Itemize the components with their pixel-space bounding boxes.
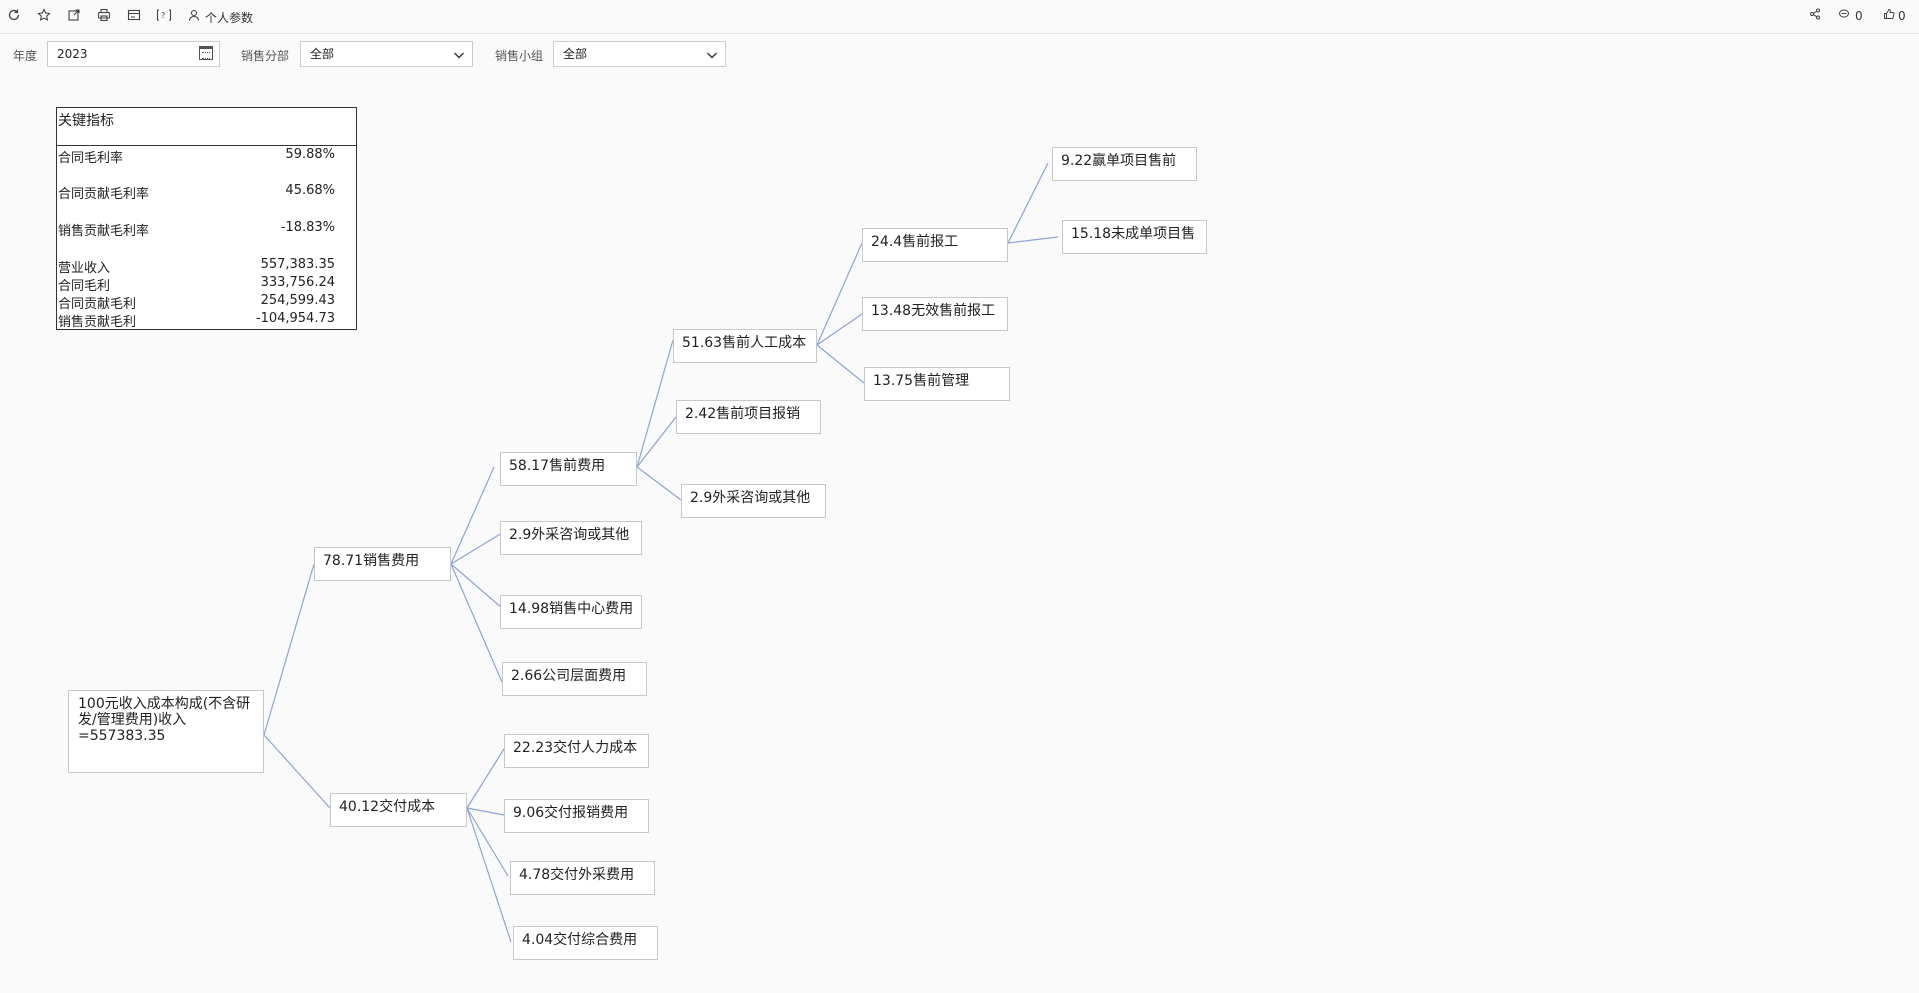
division-filter-label: 销售分部 bbox=[241, 49, 290, 63]
share-icon[interactable] bbox=[1806, 8, 1824, 26]
kpi-value: -18.83% bbox=[280, 220, 335, 235]
group-filter-label: 销售小组 bbox=[495, 49, 544, 63]
kpi-row: 销售贡献毛利率 -18.83% bbox=[58, 220, 335, 239]
tree-node-delivery-reimbursement[interactable]: 9.06交付报销费用 bbox=[504, 799, 649, 833]
tree-node-outsourcing-consulting[interactable]: 2.9外采咨询或其他 bbox=[500, 521, 642, 555]
connector bbox=[816, 242, 863, 346]
group-select[interactable]: 全部 bbox=[553, 41, 726, 67]
kpi-table: 关键指标 合同毛利率 59.88% 合同贡献毛利率 45.68% 销售贡献毛利率… bbox=[56, 107, 357, 330]
kpi-row: 合同毛利 333,756.24 bbox=[58, 275, 335, 294]
kpi-label: 销售贡献毛利 bbox=[58, 315, 137, 330]
connector bbox=[636, 416, 677, 468]
tree-node-presales-expense[interactable]: 58.17售前费用 bbox=[500, 452, 637, 486]
year-input[interactable]: 2023 bbox=[47, 41, 220, 67]
chevron-down-icon bbox=[706, 46, 718, 70]
tree-node-delivery-cost[interactable]: 40.12交付成本 bbox=[330, 793, 467, 827]
tree-node-delivery-overhead[interactable]: 4.04交付综合费用 bbox=[513, 926, 658, 960]
division-value: 全部 bbox=[310, 47, 335, 61]
connector bbox=[466, 807, 509, 877]
card-icon[interactable] bbox=[125, 8, 143, 26]
top-toolbar: ? 个人参数 0 0 bbox=[0, 0, 1919, 34]
tree-node-unconverted-project-presales[interactable]: 15.18未成单项目售 bbox=[1062, 220, 1207, 254]
kpi-value: 254,599.43 bbox=[260, 293, 335, 308]
likes-count: 0 bbox=[1898, 9, 1906, 23]
kpi-value: 59.88% bbox=[285, 147, 335, 162]
kpi-label: 营业收入 bbox=[58, 261, 111, 276]
comments-count: 0 bbox=[1855, 9, 1863, 23]
connector bbox=[450, 563, 503, 609]
chevron-down-icon bbox=[453, 46, 465, 70]
tree-node-presales-management[interactable]: 13.75售前管理 bbox=[864, 367, 1010, 401]
connector bbox=[263, 734, 331, 809]
kpi-label: 合同贡献毛利率 bbox=[58, 187, 150, 202]
kpi-header-divider bbox=[57, 145, 356, 146]
tree-node-presales-labor-cost[interactable]: 51.63售前人工成本 bbox=[673, 329, 817, 363]
kpi-value: -104,954.73 bbox=[255, 311, 335, 326]
connector bbox=[1007, 162, 1049, 244]
connector bbox=[636, 466, 682, 501]
star-icon[interactable] bbox=[35, 8, 53, 26]
tree-node-delivery-labor-cost[interactable]: 22.23交付人力成本 bbox=[504, 734, 649, 768]
tree-node-presales-project-reimbursement[interactable]: 2.42售前项目报销 bbox=[676, 400, 821, 434]
external-link-icon[interactable] bbox=[65, 8, 83, 26]
connector bbox=[466, 748, 505, 809]
kpi-label: 合同贡献毛利 bbox=[58, 297, 137, 312]
tree-node-invalid-presales-hours[interactable]: 13.48无效售前报工 bbox=[862, 297, 1008, 331]
connector bbox=[816, 344, 865, 384]
group-value: 全部 bbox=[563, 47, 588, 61]
tree-node-presales-work-hours[interactable]: 24.4售前报工 bbox=[862, 228, 1008, 262]
print-icon[interactable] bbox=[95, 8, 113, 26]
tree-node-presales-outsourcing-consulting[interactable]: 2.9外采咨询或其他 bbox=[681, 484, 826, 518]
kpi-value: 557,383.35 bbox=[260, 257, 335, 272]
tree-node-delivery-outsourcing[interactable]: 4.78交付外采费用 bbox=[510, 861, 655, 895]
kpi-row: 销售贡献毛利 -104,954.73 bbox=[58, 311, 335, 330]
kpi-value: 45.68% bbox=[285, 183, 335, 198]
connector bbox=[263, 563, 315, 736]
connector bbox=[450, 466, 495, 565]
comment-icon[interactable] bbox=[1835, 8, 1853, 26]
kpi-label: 合同毛利率 bbox=[58, 151, 124, 166]
kpi-value: 333,756.24 bbox=[260, 275, 335, 290]
tree-node-company-level-expense[interactable]: 2.66公司层面费用 bbox=[502, 662, 647, 696]
personal-params-label[interactable]: 个人参数 bbox=[205, 11, 254, 25]
refresh-icon[interactable] bbox=[5, 8, 23, 26]
kpi-table-header: 关键指标 bbox=[58, 113, 114, 129]
year-value: 2023 bbox=[57, 47, 88, 61]
connector bbox=[1007, 236, 1059, 244]
connector bbox=[450, 532, 503, 565]
connector bbox=[816, 313, 863, 346]
division-select[interactable]: 全部 bbox=[300, 41, 473, 67]
connector bbox=[636, 339, 674, 468]
kpi-row: 合同毛利率 59.88% bbox=[58, 147, 335, 166]
user-params-icon[interactable] bbox=[186, 8, 204, 26]
kpi-label: 销售贡献毛利率 bbox=[58, 224, 150, 239]
calendar-icon[interactable] bbox=[199, 46, 213, 60]
tree-root-node[interactable]: 100元收入成本构成(不含研发/管理费用)收入=557383.35 bbox=[68, 690, 264, 773]
tree-node-won-project-presales[interactable]: 9.22赢单项目售前 bbox=[1052, 147, 1197, 181]
connector bbox=[466, 807, 512, 943]
year-filter-label: 年度 bbox=[13, 49, 38, 63]
tree-node-sales-expense[interactable]: 78.71销售费用 bbox=[314, 547, 451, 581]
like-icon[interactable] bbox=[1880, 8, 1898, 26]
kpi-row: 营业收入 557,383.35 bbox=[58, 257, 335, 276]
bracket-icon[interactable]: ? bbox=[155, 8, 173, 26]
connector bbox=[466, 807, 505, 816]
tree-node-sales-center-expense[interactable]: 14.98销售中心费用 bbox=[500, 595, 642, 629]
connector bbox=[450, 563, 503, 683]
kpi-row: 合同贡献毛利率 45.68% bbox=[58, 183, 335, 202]
kpi-label: 合同毛利 bbox=[58, 279, 111, 294]
svg-text:?: ? bbox=[161, 11, 165, 20]
kpi-row: 合同贡献毛利 254,599.43 bbox=[58, 293, 335, 312]
